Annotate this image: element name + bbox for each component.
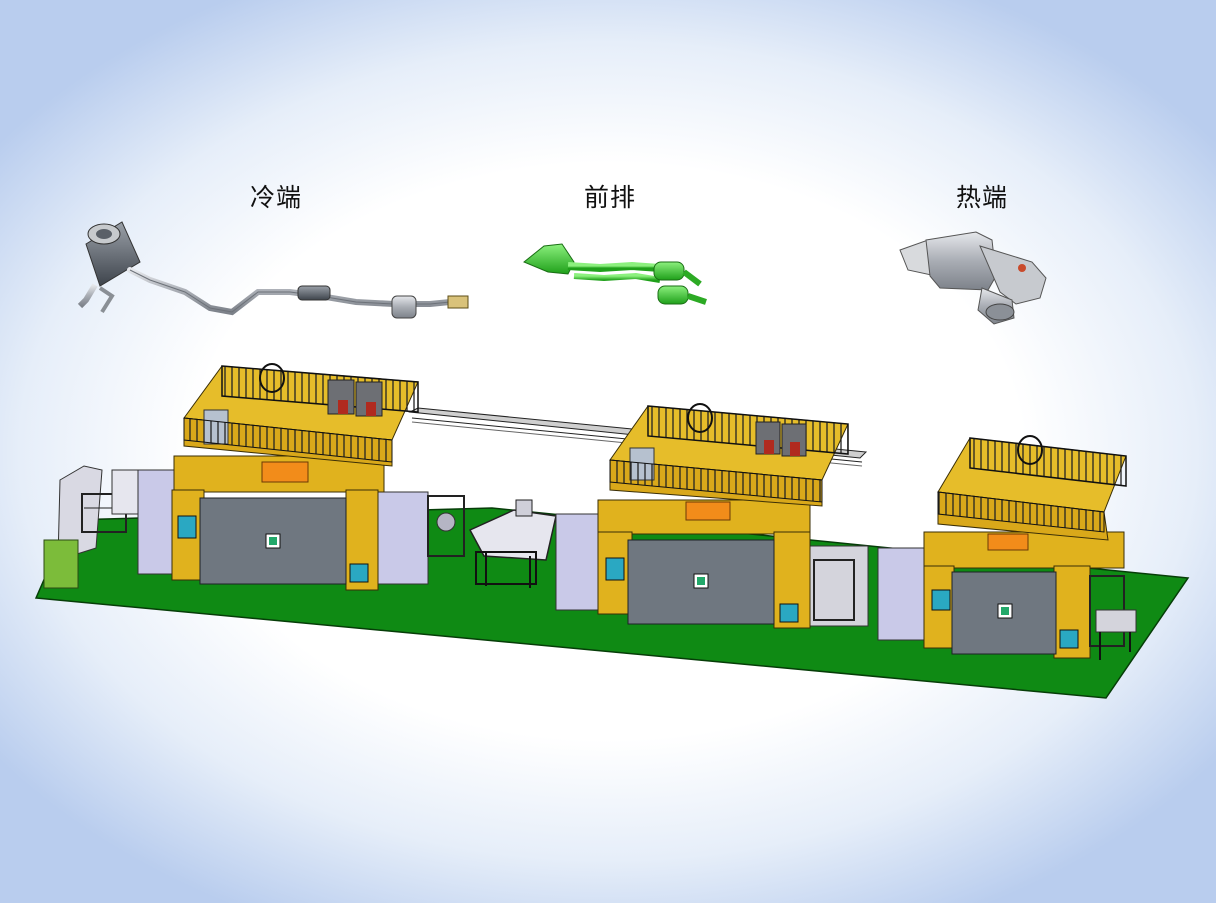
station-1 xyxy=(43,363,465,591)
station-3 xyxy=(877,435,1137,660)
cold-end-exhaust-part xyxy=(77,221,469,319)
station-2-left-cabinet xyxy=(555,513,605,611)
hot-end-part xyxy=(899,231,1047,325)
station-1-right-cabinet xyxy=(375,491,429,585)
middle-muffler xyxy=(297,285,331,301)
station-2-right-cabinet xyxy=(807,545,869,627)
cold-end-label: 冷端 xyxy=(249,183,302,212)
station-1-door xyxy=(199,497,347,585)
station-3-left-cabinet xyxy=(877,547,929,641)
station-1-loading-table xyxy=(43,465,143,589)
station-2 xyxy=(555,403,869,629)
front-exhaust-part xyxy=(523,243,707,305)
front-catalyst xyxy=(391,295,417,319)
front-exhaust-label: 前排 xyxy=(583,183,636,212)
rear-muffler xyxy=(85,221,141,287)
intermediate-workbench xyxy=(468,499,557,588)
hot-end-label: 热端 xyxy=(955,183,1008,212)
inlet-flange xyxy=(447,295,469,309)
